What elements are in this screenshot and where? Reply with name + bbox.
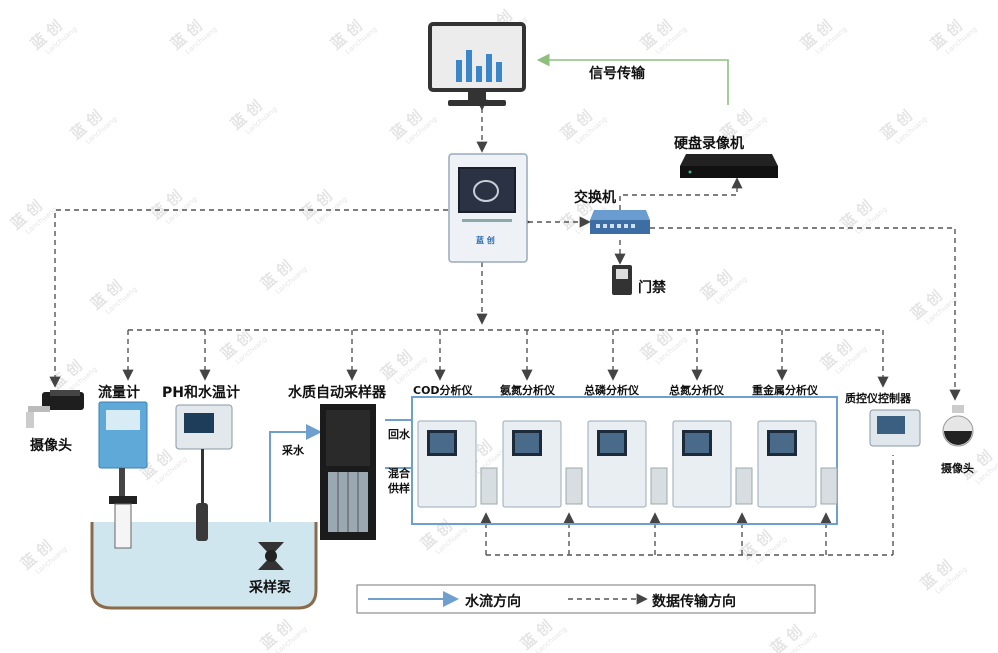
legend-water-label: 水流方向 [465, 594, 521, 610]
switch-label: 交换机 [574, 190, 616, 206]
camera-right-icon [942, 405, 974, 447]
monitor-icon [428, 22, 526, 106]
sampler-label: 水质自动采样器 [288, 385, 386, 401]
ph-meter-icon [175, 404, 233, 541]
controller-cabinet [448, 153, 528, 263]
pump-icon [258, 542, 284, 570]
signal-line [536, 53, 729, 105]
nvr-label: 硬盘录像机 [674, 136, 744, 152]
signal-label: 信号传输 [589, 66, 645, 82]
legend-data-label: 数据传输方向 [652, 594, 736, 610]
heavy-metal-label: 重金属分析仪 [752, 384, 818, 397]
pump-label: 采样泵 [249, 580, 291, 596]
intake-label: 采水 [282, 444, 304, 457]
controller-logo: 蓝 创 [476, 236, 495, 245]
switch-icon [590, 210, 650, 234]
mixed-supply-label-1: 混合 [388, 467, 410, 480]
mixed-supply-label-2: 供样 [388, 482, 410, 495]
camera-left-icon [26, 390, 84, 428]
sampler-icon [320, 404, 376, 540]
phosphorus-label: 总磷分析仪 [584, 384, 639, 397]
ammonia-label: 氨氮分析仪 [500, 384, 555, 397]
camera-left-label: 摄像头 [30, 438, 72, 454]
analyzer-unit [672, 420, 753, 508]
nvr-icon [680, 154, 778, 178]
flow-meter-label: 流量计 [98, 385, 140, 401]
door-access-icon [612, 265, 632, 295]
cod-label: COD分析仪 [413, 384, 473, 397]
data-lines [49, 99, 961, 556]
camera-right-label: 摄像头 [941, 462, 974, 475]
analyzer-unit [417, 420, 498, 508]
qc-controller-icon [869, 409, 921, 447]
analyzer-unit [757, 420, 838, 508]
water-lines [269, 396, 838, 545]
analyzer-unit [587, 420, 668, 508]
return-label: 回水 [388, 428, 410, 441]
nitrogen-label: 总氮分析仪 [669, 384, 724, 397]
door-label: 门禁 [638, 280, 666, 296]
analyzer-unit [502, 420, 583, 508]
ph-meter-label: PH和水温计 [162, 385, 240, 401]
flow-meter-icon [98, 401, 148, 549]
qc-controller-label: 质控仪控制器 [845, 392, 911, 405]
